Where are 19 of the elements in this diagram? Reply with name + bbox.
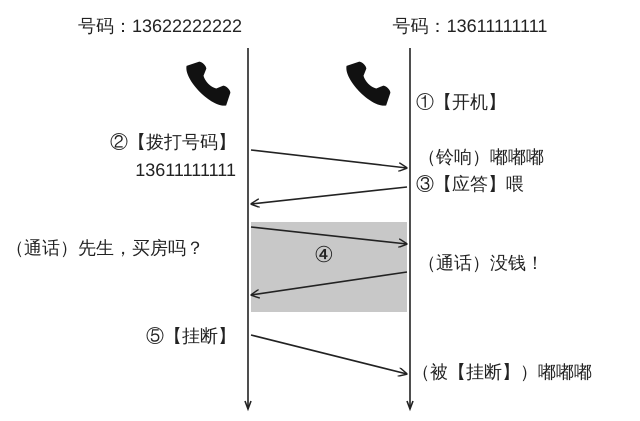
status-text: （被【挂断】）嘟嘟嘟	[412, 361, 592, 385]
timeline-arrow	[407, 48, 413, 410]
step-text: ①【开机】	[416, 91, 506, 115]
speech-text: （通话）没钱！	[418, 252, 544, 276]
phone-number-heading: 号码：13611111111	[392, 15, 548, 38]
arrow	[250, 226, 408, 248]
timeline-arrow	[245, 48, 251, 410]
status-text: （铃响）嘟嘟嘟	[418, 146, 544, 170]
arrow	[250, 271, 408, 299]
phone-number-text: 13611111111	[135, 159, 236, 182]
step-number: ④	[314, 244, 334, 268]
arrow	[250, 334, 408, 377]
speech-text: （通话）先生，买房吗？	[6, 237, 204, 261]
step-text: ③【应答】喂	[416, 173, 524, 197]
phone-number-heading: 号码：13622222222	[78, 15, 242, 38]
step-text: ⑤【挂断】	[146, 325, 236, 349]
step-text: ②【拨打号码】	[110, 131, 236, 155]
arrow	[250, 186, 408, 208]
arrow	[250, 149, 408, 172]
